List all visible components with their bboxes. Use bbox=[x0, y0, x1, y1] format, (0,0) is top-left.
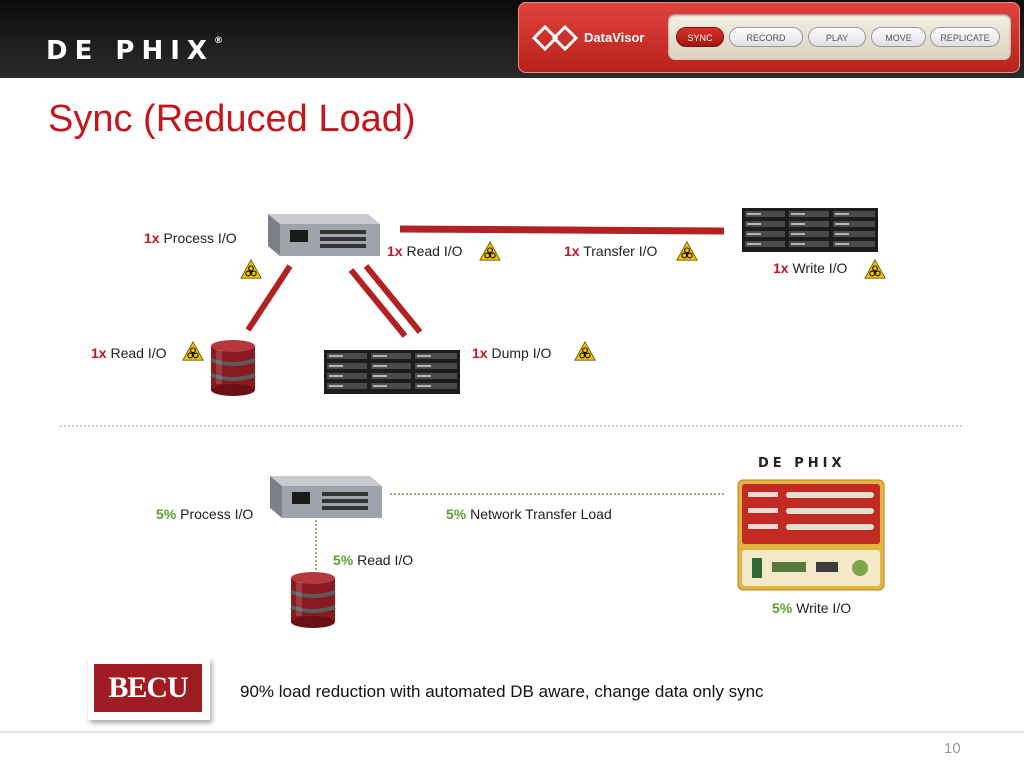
label-process-io: 1x Process I/O bbox=[144, 230, 237, 246]
biohazard-icon bbox=[864, 258, 886, 280]
replicate-button[interactable]: REPLICATE bbox=[930, 27, 1000, 47]
label-dump-io: 1x Dump I/O bbox=[472, 345, 552, 361]
move-button[interactable]: MOVE bbox=[871, 27, 926, 47]
biohazard-icon bbox=[676, 240, 698, 262]
customer-logo: BECU bbox=[88, 658, 210, 720]
source-server-icon bbox=[260, 472, 384, 520]
source-server-icon bbox=[258, 210, 382, 258]
read-line bbox=[245, 264, 293, 332]
play-button[interactable]: PLAY bbox=[808, 27, 866, 47]
delphix-mini-logo: DE PHIX bbox=[758, 456, 846, 471]
biohazard-icon bbox=[182, 340, 204, 362]
biohazard-icon bbox=[479, 240, 501, 262]
label-transfer-io: 1x Transfer I/O bbox=[564, 243, 658, 259]
datavisor-label: DataVisor bbox=[584, 30, 645, 45]
label-read-io-server: 1x Read I/O bbox=[387, 243, 463, 259]
sync-button[interactable]: SYNC bbox=[676, 27, 724, 47]
biohazard-icon bbox=[574, 340, 596, 362]
target-storage-array-icon bbox=[742, 208, 878, 252]
label-network-transfer: 5% Network Transfer Load bbox=[446, 506, 612, 522]
source-database-icon bbox=[288, 572, 338, 628]
page-number: 10 bbox=[944, 740, 961, 757]
dump-line-b bbox=[363, 264, 423, 334]
label-write-io: 1x Write I/O bbox=[773, 260, 848, 276]
delphix-appliance-image: DE PHIX bbox=[736, 446, 886, 592]
dump-storage-array-icon bbox=[324, 350, 460, 394]
transfer-line bbox=[399, 225, 725, 235]
delphix-logo: DE PHIX® bbox=[46, 36, 223, 66]
label-process-io-reduced: 5% Process I/O bbox=[156, 506, 254, 522]
label-write-io-reduced: 5% Write I/O bbox=[772, 600, 852, 616]
label-read-io-reduced: 5% Read I/O bbox=[333, 552, 414, 568]
datavisor-icon bbox=[532, 25, 578, 51]
slide-title: Sync (Reduced Load) bbox=[48, 98, 416, 140]
slide-caption: 90% load reduction with automated DB awa… bbox=[240, 682, 764, 701]
source-database-icon bbox=[208, 340, 258, 396]
biohazard-icon bbox=[240, 258, 262, 280]
label-read-io-db: 1x Read I/O bbox=[91, 345, 167, 361]
record-button[interactable]: RECORD bbox=[729, 27, 803, 47]
dump-line-a bbox=[348, 268, 408, 338]
appliance-ui-icon bbox=[737, 479, 885, 591]
